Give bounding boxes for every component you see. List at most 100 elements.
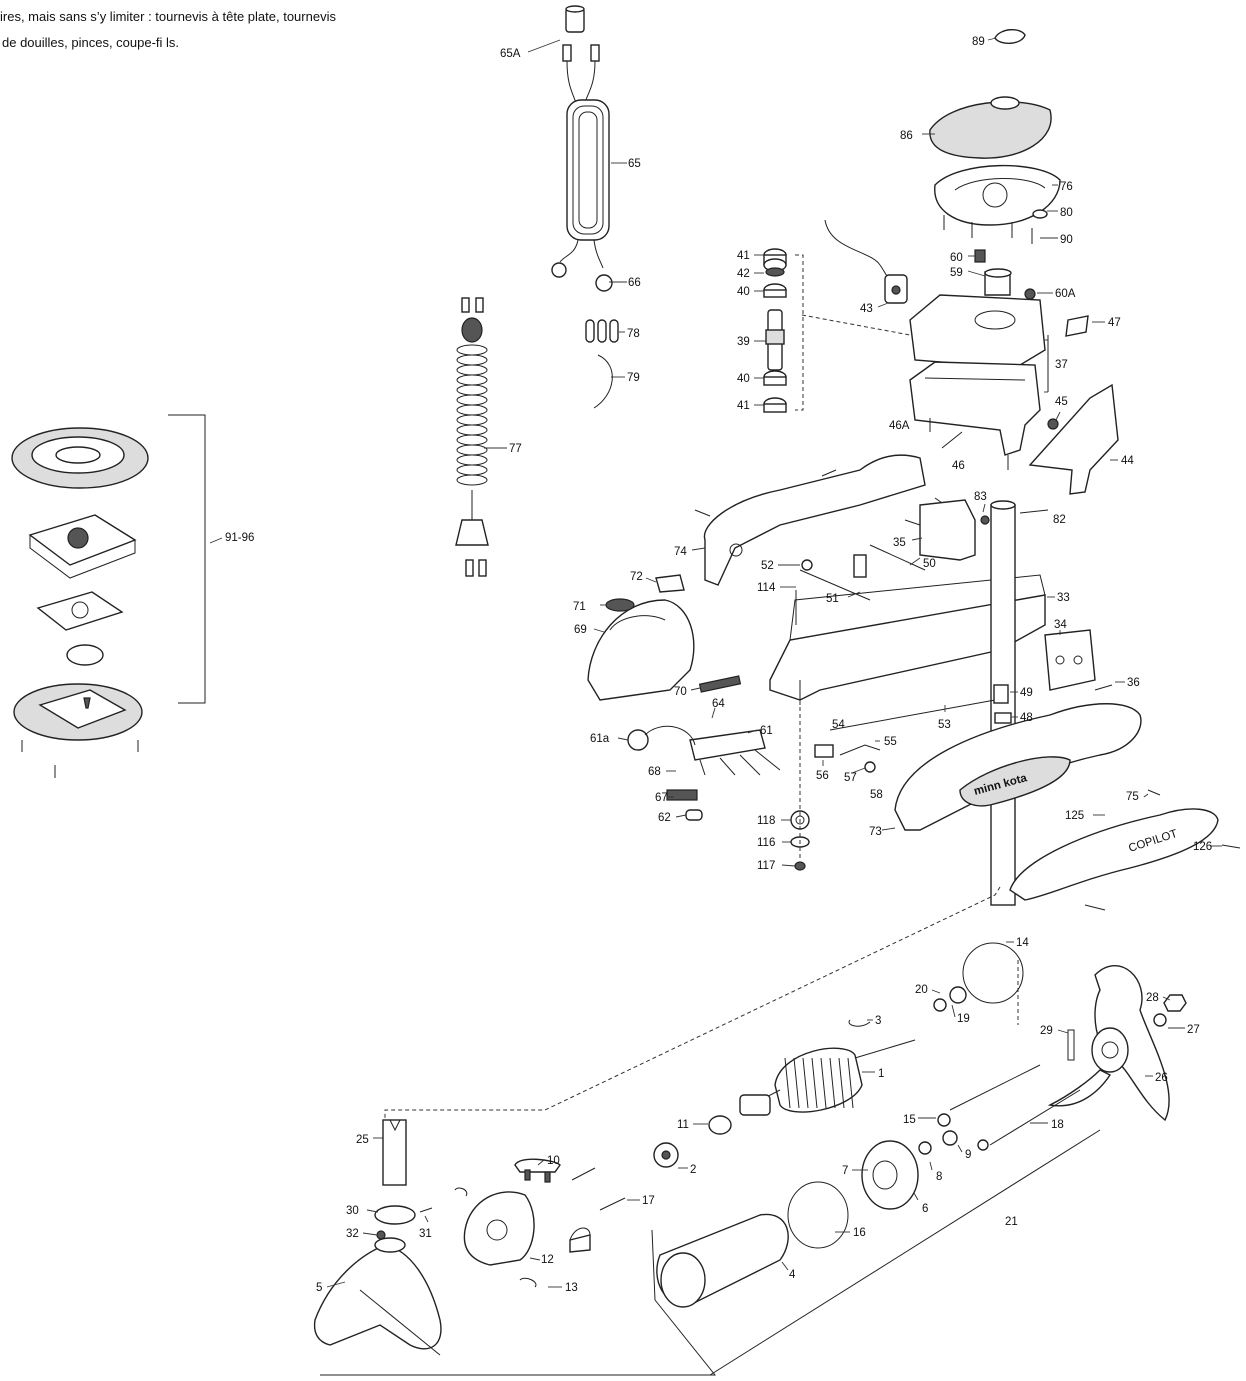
callout-60: 60 bbox=[950, 252, 963, 264]
callout-78: 78 bbox=[627, 328, 640, 340]
callout-19: 19 bbox=[957, 1013, 970, 1025]
callout-21: 21 bbox=[1005, 1216, 1018, 1228]
callout-25: 25 bbox=[356, 1134, 369, 1146]
callout-9: 9 bbox=[965, 1149, 971, 1161]
callout-20: 20 bbox=[915, 984, 928, 996]
callout-16: 16 bbox=[853, 1227, 866, 1239]
callout-41b: 41 bbox=[737, 400, 750, 412]
copilot-cover: COPILOT bbox=[1009, 789, 1241, 911]
callout-72: 72 bbox=[630, 571, 643, 583]
callout-2: 2 bbox=[690, 1164, 696, 1176]
callout-42: 42 bbox=[737, 268, 750, 280]
callout-91-96: 91-96 bbox=[225, 532, 254, 544]
callout-29: 29 bbox=[1040, 1025, 1053, 1037]
callout-58: 58 bbox=[870, 789, 883, 801]
callout-13: 13 bbox=[565, 1282, 578, 1294]
callout-33: 33 bbox=[1057, 592, 1070, 604]
callout-39: 39 bbox=[737, 336, 750, 348]
sensor-43 bbox=[824, 219, 908, 304]
linkage bbox=[790, 684, 1012, 871]
cable-clips bbox=[585, 319, 619, 409]
handle-grip: minn kota bbox=[894, 703, 1142, 831]
callout-64: 64 bbox=[712, 698, 725, 710]
bracket-44 bbox=[1028, 383, 1119, 495]
callout-31: 31 bbox=[419, 1228, 432, 1240]
callout-8: 8 bbox=[936, 1171, 942, 1183]
callout-79: 79 bbox=[627, 372, 640, 384]
callout-65: 65 bbox=[628, 158, 641, 170]
callout-11: 11 bbox=[677, 1119, 689, 1131]
callout-74: 74 bbox=[674, 546, 687, 558]
callout-57: 57 bbox=[844, 772, 857, 784]
callout-30: 30 bbox=[346, 1205, 359, 1217]
callout-77: 77 bbox=[509, 443, 522, 455]
callout-116: 116 bbox=[757, 837, 775, 849]
callout-114: 114 bbox=[757, 582, 776, 594]
callout-83: 83 bbox=[974, 491, 987, 503]
callout-18: 18 bbox=[1051, 1119, 1064, 1131]
callout-125: 125 bbox=[1065, 810, 1084, 822]
intro-text-line-1: ires, mais sans s’y limiter : tournevis … bbox=[0, 9, 336, 24]
control-head bbox=[929, 29, 1089, 337]
callout-90: 90 bbox=[1060, 234, 1073, 246]
callout-52: 52 bbox=[761, 560, 774, 572]
callout-80: 80 bbox=[1060, 207, 1073, 219]
callout-6: 6 bbox=[922, 1203, 928, 1215]
callout-82: 82 bbox=[1053, 514, 1066, 526]
callout-40a: 40 bbox=[737, 286, 750, 298]
callout-36: 36 bbox=[1127, 677, 1140, 689]
lower-unit bbox=[313, 886, 1187, 1376]
callout-89: 89 bbox=[972, 36, 985, 48]
callout-69: 69 bbox=[574, 624, 587, 636]
callout-labels: 65A65667879778986768090605960A4743414240… bbox=[225, 36, 1212, 1294]
callout-17: 17 bbox=[642, 1195, 655, 1207]
callout-75: 75 bbox=[1126, 791, 1139, 803]
callout-26: 26 bbox=[1155, 1072, 1168, 1084]
callout-73: 73 bbox=[869, 826, 882, 838]
callout-55: 55 bbox=[884, 736, 897, 748]
callout-66: 66 bbox=[628, 277, 641, 289]
callout-7: 7 bbox=[842, 1165, 848, 1177]
callout-53: 53 bbox=[938, 719, 951, 731]
composite-shaft bbox=[980, 500, 1049, 906]
callout-28: 28 bbox=[1146, 992, 1159, 1004]
callout-10: 10 bbox=[547, 1155, 560, 1167]
callout-68: 68 bbox=[648, 766, 661, 778]
callout-71: 71 bbox=[573, 601, 586, 613]
control-board bbox=[587, 574, 834, 821]
callout-40b: 40 bbox=[737, 373, 750, 385]
callout-126: 126 bbox=[1193, 841, 1212, 853]
callout-48: 48 bbox=[1020, 712, 1033, 724]
callout-51: 51 bbox=[826, 593, 839, 605]
callout-118: 118 bbox=[757, 815, 775, 827]
callout-12: 12 bbox=[541, 1254, 554, 1266]
callout-59: 59 bbox=[950, 267, 963, 279]
callout-45: 45 bbox=[1055, 396, 1068, 408]
callout-76: 76 bbox=[1060, 181, 1073, 193]
callout-86: 86 bbox=[900, 130, 913, 142]
callout-14: 14 bbox=[1016, 937, 1029, 949]
callout-5: 5 bbox=[316, 1282, 322, 1294]
callout-27: 27 bbox=[1187, 1024, 1200, 1036]
callout-41a: 41 bbox=[737, 250, 750, 262]
steering-housing bbox=[909, 294, 1059, 470]
callout-62: 62 bbox=[658, 812, 671, 824]
callout-54: 54 bbox=[832, 719, 845, 731]
callout-61a: 61a bbox=[590, 733, 610, 745]
callout-50: 50 bbox=[923, 558, 936, 570]
power-cable-assembly bbox=[551, 5, 613, 292]
bracket-35 bbox=[919, 499, 976, 561]
intro-text-line-2: de douilles, pinces, coupe-fi ls. bbox=[2, 35, 180, 50]
callout-44: 44 bbox=[1121, 455, 1134, 467]
leader-lines bbox=[326, 37, 1222, 1288]
callout-43: 43 bbox=[860, 303, 873, 315]
callout-49: 49 bbox=[1020, 687, 1033, 699]
callout-4: 4 bbox=[789, 1269, 796, 1281]
callout-46: 46 bbox=[952, 460, 965, 472]
callout-56: 56 bbox=[816, 770, 829, 782]
callout-35: 35 bbox=[893, 537, 906, 549]
callout-117: 117 bbox=[757, 860, 775, 872]
callout-1: 1 bbox=[878, 1068, 884, 1080]
